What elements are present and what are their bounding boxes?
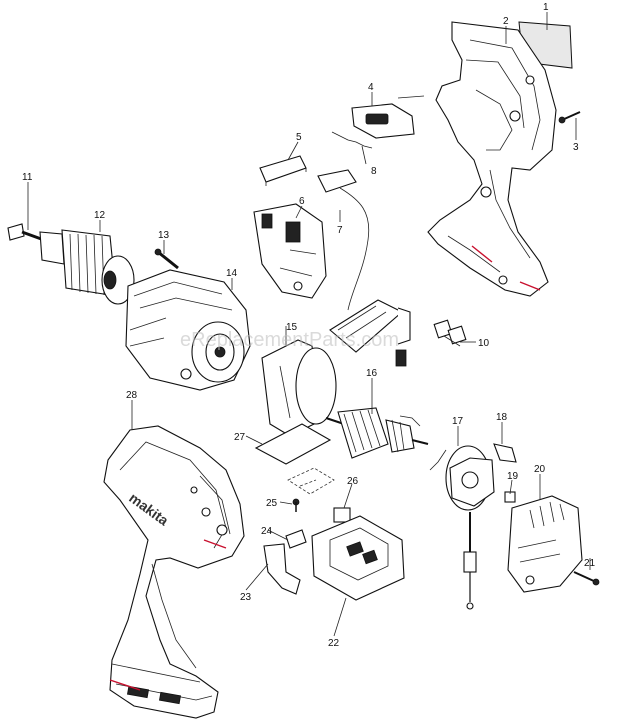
label-part-4: 4: [368, 82, 374, 93]
part-11-bolt: [7, 223, 45, 242]
part-20-rear-cover: [507, 495, 583, 593]
label-part-1: 1: [543, 2, 549, 13]
controller-board: [329, 299, 411, 367]
part-27-plate: [254, 423, 332, 465]
label-part-5: 5: [296, 132, 302, 143]
part-7-led: [317, 169, 370, 311]
label-part-3: 3: [573, 142, 579, 153]
label-part-18: 18: [496, 412, 508, 423]
label-part-24: 24: [261, 526, 273, 537]
label-part-15: 15: [286, 322, 298, 333]
part-3-screw: [558, 111, 581, 124]
label-part-17: 17: [452, 416, 464, 427]
label-part-16: 16: [366, 368, 378, 379]
part-21-screw: [573, 571, 600, 586]
part-14-gear-assembly: [125, 269, 251, 391]
label-part-10: 10: [478, 338, 490, 349]
part-28-housing-left: makita: [103, 425, 245, 719]
leader-lines: [27, 12, 591, 637]
connector-dashed: [287, 467, 335, 495]
part-8-spring: [331, 131, 373, 149]
part-13-screw: [154, 248, 179, 270]
label-part-6: 6: [299, 196, 305, 207]
label-part-12: 12: [94, 210, 106, 221]
part-26-block: [333, 507, 351, 523]
label-part-25: 25: [266, 498, 278, 509]
label-part-2: 2: [503, 16, 509, 27]
label-part-8: 8: [371, 166, 377, 177]
part-24-pad: [285, 529, 307, 549]
label-part-21: 21: [584, 558, 596, 569]
watermark: eReplacementParts.com: [180, 329, 399, 351]
label-part-20: 20: [534, 464, 546, 475]
label-part-28: 28: [126, 390, 138, 401]
part-16-armature: [325, 407, 429, 459]
part-15-yoke: [261, 339, 337, 437]
callout-labels: 1 2 3 4 5 6 7 8 10 11 12 13 14 15 16 17 …: [22, 2, 596, 649]
part-25-screw: [292, 498, 300, 512]
part-12-chuck: [39, 229, 135, 305]
part-5-block: [259, 155, 307, 186]
label-part-13: 13: [158, 230, 170, 241]
part-23-terminal: [263, 543, 301, 595]
part-4-switch-lever: [351, 95, 425, 139]
label-part-19: 19: [507, 471, 519, 482]
part-2-housing-right: [427, 21, 557, 297]
label-part-23: 23: [240, 592, 252, 603]
label-part-26: 26: [347, 476, 359, 487]
part-18-clip: [493, 443, 517, 463]
label-part-11: 11: [22, 172, 33, 183]
label-part-7: 7: [337, 225, 343, 236]
part-10-brushes: [433, 319, 467, 347]
part-22-battery-holder: [311, 515, 405, 601]
label-part-14: 14: [226, 268, 238, 279]
part-17-brush-holder: [429, 445, 495, 610]
part-6-switch: [253, 203, 327, 299]
label-part-27: 27: [234, 432, 246, 443]
label-part-22: 22: [328, 638, 340, 649]
